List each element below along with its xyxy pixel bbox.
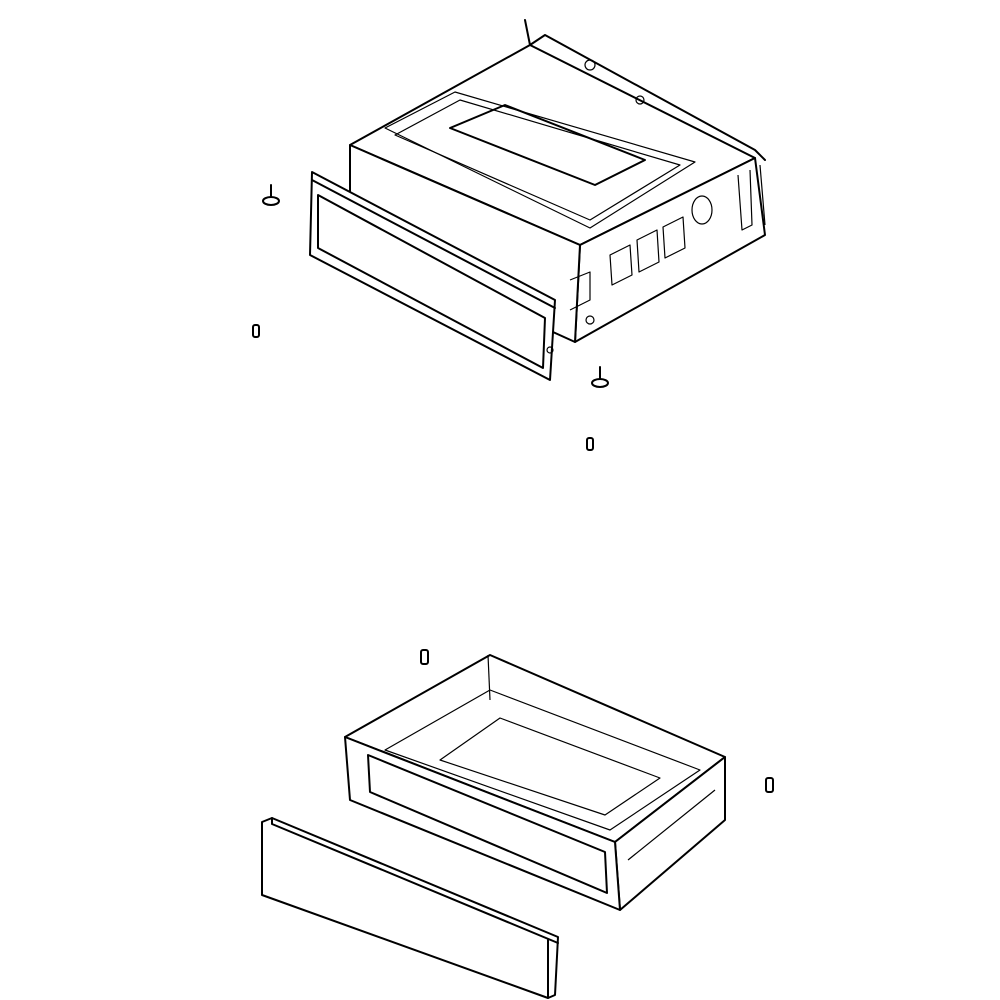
drawer-front-frame [344,736,621,911]
top-recess [384,91,696,229]
drawer-box [344,654,726,911]
screw-upper-right [586,437,594,451]
drawer-front-panel [261,817,559,999]
screw-upper-left [252,324,260,338]
leveling-leg-left [262,184,280,206]
front-trim-panel [309,171,556,381]
top-window [449,104,646,186]
screw-lower-left [420,649,429,665]
screw-lower-right [765,777,774,793]
leveling-leg-right [591,366,609,388]
